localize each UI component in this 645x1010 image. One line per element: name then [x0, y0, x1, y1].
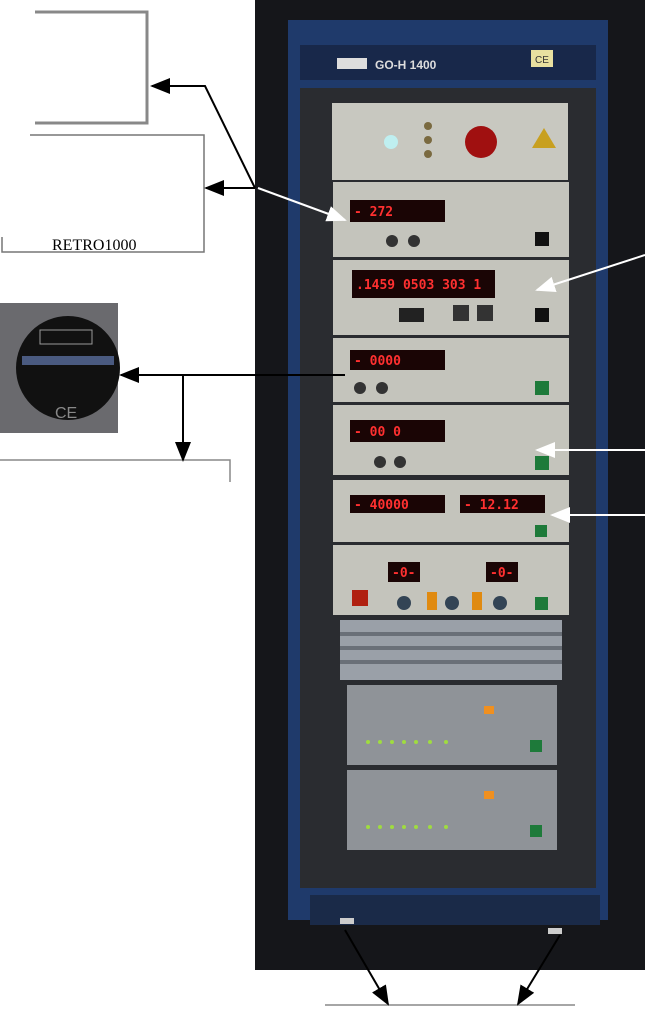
brand-logo	[337, 58, 367, 69]
display-1: - 272	[354, 205, 393, 220]
svg-text:CE: CE	[55, 405, 77, 422]
module-button-1[interactable]	[535, 232, 549, 246]
module-button-4[interactable]	[535, 456, 549, 470]
ce-text: CE	[535, 55, 549, 66]
module-button-3[interactable]	[535, 381, 549, 395]
display-5: - 40000	[354, 498, 409, 513]
module-button-6[interactable]	[535, 597, 548, 610]
photo-arrows	[257, 187, 645, 523]
amplifier-2-button[interactable]	[530, 825, 542, 837]
amplifier-2	[347, 770, 557, 850]
retro-label: RETRO1000	[52, 237, 136, 254]
warning-icon	[532, 128, 556, 148]
module-button-5[interactable]	[535, 525, 547, 537]
display-6: - 12.12	[464, 498, 519, 513]
callout-box-2	[1, 134, 205, 253]
ce-badge	[531, 50, 553, 67]
display-8: -0-	[490, 566, 513, 581]
callout-arrows	[119, 78, 561, 1006]
display-7: -0-	[392, 566, 415, 581]
amplifier-1-button[interactable]	[530, 740, 542, 752]
main-switch[interactable]	[465, 126, 497, 158]
display-2: .1459 0503 303 1	[356, 278, 481, 293]
callout-box-1	[35, 10, 149, 125]
emergency-switch[interactable]	[352, 590, 368, 606]
display-4: - 00 0	[354, 425, 401, 440]
nameplate-photo: CE	[0, 303, 120, 433]
module-button-2[interactable]	[535, 308, 549, 322]
display-3: - 0000	[354, 354, 401, 369]
callout-box-3	[0, 459, 231, 482]
rack-model: GO-H 1400	[375, 58, 437, 72]
vent-grille	[340, 620, 562, 680]
rack-base	[310, 895, 600, 925]
power-lamp	[384, 135, 398, 149]
amplifier-1	[347, 685, 557, 765]
power-panel	[332, 103, 568, 180]
